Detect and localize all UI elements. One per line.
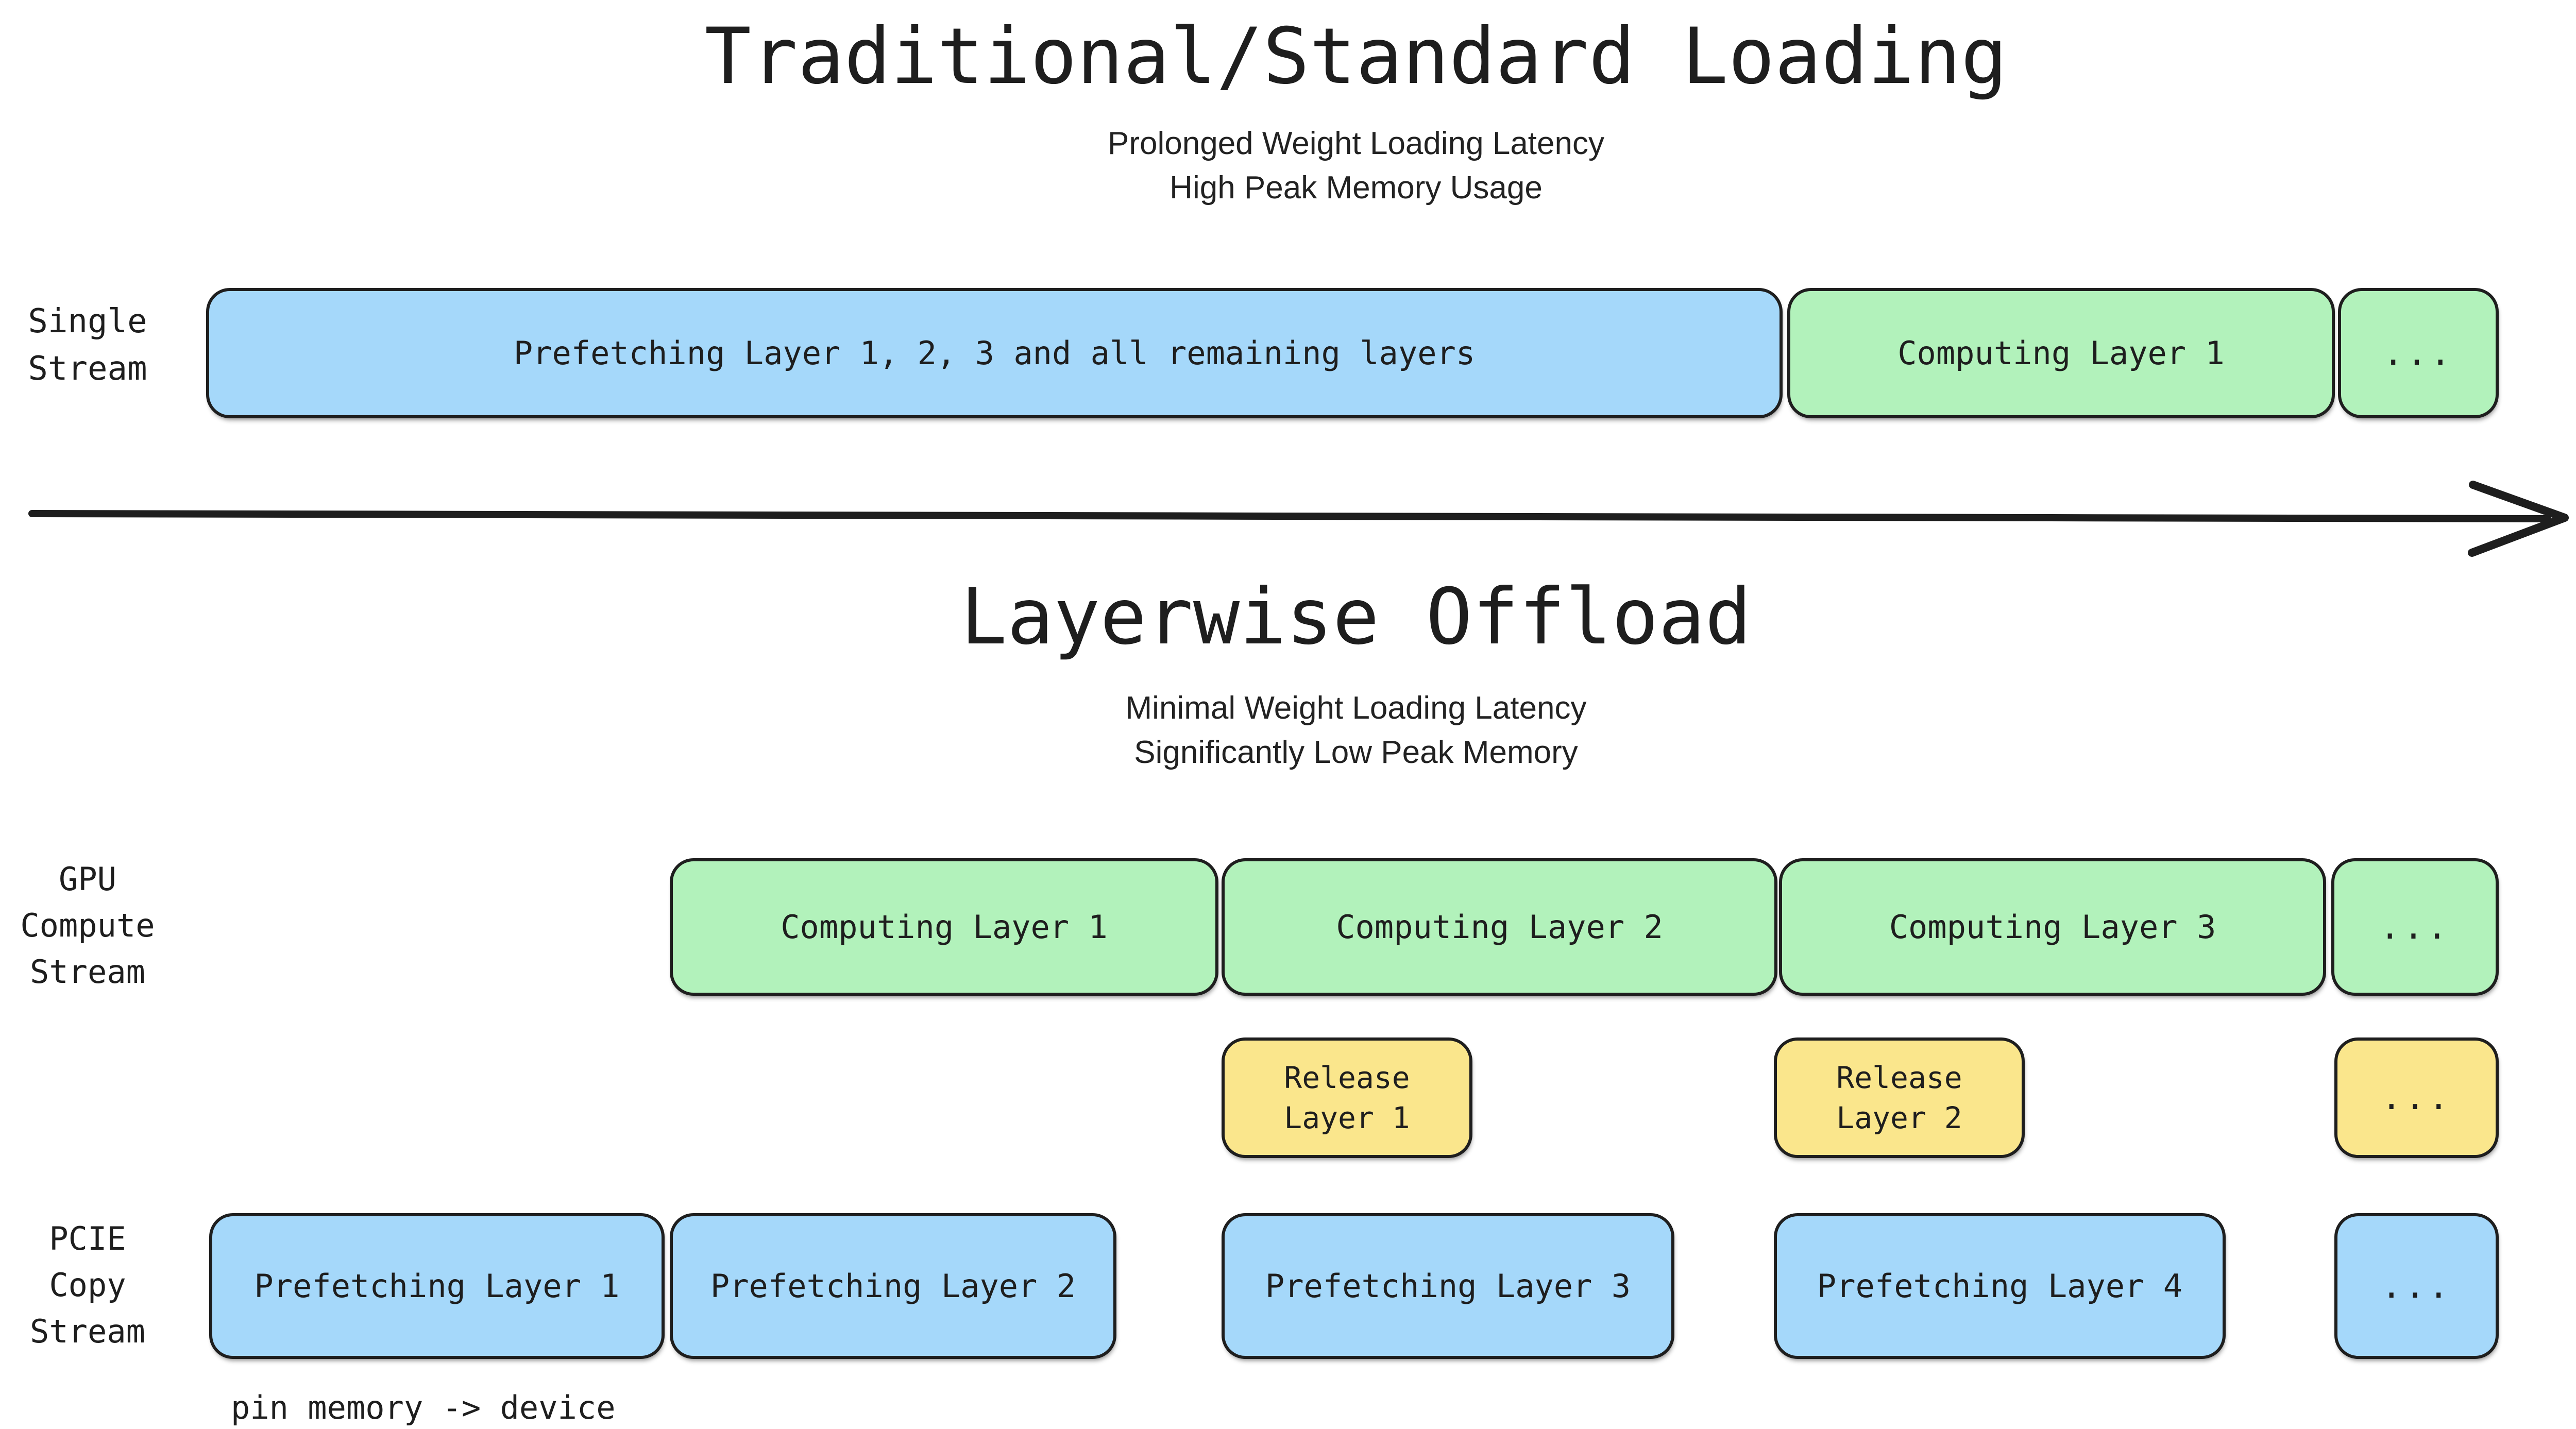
block-prefetching-layer-3: Prefetching Layer 3 <box>1222 1213 1674 1359</box>
pin-memory-footnote: pin memory -> device <box>231 1389 616 1426</box>
block-computing-layer-1-label: Computing Layer 1 <box>781 908 1108 946</box>
block-computing-layer-3-label: Computing Layer 3 <box>1889 908 2216 946</box>
block-ellipsis-single-stream-label: ... <box>2383 333 2454 373</box>
layerwise-subtitle: Minimal Weight Loading Latency Significa… <box>124 686 2576 775</box>
block-computing-layer-2: Computing Layer 2 <box>1222 858 1777 996</box>
gpu-compute-stream-label-line-2: Compute <box>20 907 155 944</box>
block-prefetch-all-layers: Prefetching Layer 1, 2, 3 and all remain… <box>206 288 1783 418</box>
block-release-layer-1: Release Layer 1 <box>1222 1037 1472 1158</box>
block-computing-layer-1-single-label: Computing Layer 1 <box>1897 334 2225 372</box>
block-prefetching-layer-2-label: Prefetching Layer 2 <box>710 1267 1076 1305</box>
block-ellipsis-release-label: ... <box>2381 1078 2452 1117</box>
block-prefetching-layer-4: Prefetching Layer 4 <box>1774 1213 2226 1359</box>
block-release-layer-2-line-1: Release <box>1836 1060 1962 1095</box>
layerwise-subtitle-line-1: Minimal Weight Loading Latency <box>1125 690 1587 726</box>
block-ellipsis-release: ... <box>2334 1037 2499 1158</box>
traditional-subtitle-line-1: Prolonged Weight Loading Latency <box>1108 126 1604 161</box>
block-computing-layer-3: Computing Layer 3 <box>1779 858 2326 996</box>
block-ellipsis-gpu-stream: ... <box>2331 858 2499 996</box>
block-computing-layer-1-single: Computing Layer 1 <box>1787 288 2335 418</box>
single-stream-label-line-2: Stream <box>28 350 147 388</box>
block-prefetching-layer-4-label: Prefetching Layer 4 <box>1817 1267 2183 1305</box>
block-ellipsis-gpu-stream-label: ... <box>2379 907 2451 947</box>
pcie-copy-stream-label-line-3: Stream <box>30 1313 145 1350</box>
gpu-compute-stream-label: GPU Compute Stream <box>0 856 175 995</box>
pcie-copy-stream-label-line-1: PCIE <box>49 1220 126 1257</box>
single-stream-label-line-1: Single <box>28 302 147 341</box>
block-prefetch-all-layers-label: Prefetching Layer 1, 2, 3 and all remain… <box>513 334 1476 372</box>
block-release-layer-2: Release Layer 2 <box>1774 1037 2025 1158</box>
pcie-copy-stream-label-line-2: Copy <box>49 1266 126 1304</box>
layerwise-title: Layerwise Offload <box>960 572 1752 662</box>
block-prefetching-layer-1-label: Prefetching Layer 1 <box>254 1267 620 1305</box>
block-ellipsis-pcie-stream-label: ... <box>2381 1266 2452 1306</box>
block-computing-layer-2-label: Computing Layer 2 <box>1336 908 1663 946</box>
layerwise-subtitle-line-2: Significantly Low Peak Memory <box>1134 735 1578 770</box>
traditional-title: Traditional/Standard Loading <box>704 12 2008 101</box>
gpu-compute-stream-label-line-1: GPU <box>59 860 116 898</box>
block-release-layer-1-line-2: Layer 1 <box>1284 1100 1410 1135</box>
block-prefetching-layer-1: Prefetching Layer 1 <box>209 1213 665 1359</box>
traditional-subtitle-line-2: High Peak Memory Usage <box>1170 170 1543 206</box>
block-release-layer-2-line-2: Layer 2 <box>1836 1100 1962 1135</box>
block-ellipsis-single-stream: ... <box>2338 288 2499 418</box>
gpu-compute-stream-label-line-3: Stream <box>30 953 145 991</box>
block-computing-layer-1: Computing Layer 1 <box>670 858 1218 996</box>
block-ellipsis-pcie-stream: ... <box>2334 1213 2499 1359</box>
block-release-layer-1-line-1: Release <box>1284 1060 1410 1095</box>
pcie-copy-stream-label: PCIE Copy Stream <box>0 1216 175 1355</box>
timeline-arrow <box>28 481 2569 557</box>
single-stream-label: Single Stream <box>0 298 175 393</box>
block-prefetching-layer-2: Prefetching Layer 2 <box>670 1213 1116 1359</box>
traditional-subtitle: Prolonged Weight Loading Latency High Pe… <box>124 122 2576 210</box>
block-prefetching-layer-3-label: Prefetching Layer 3 <box>1265 1267 1631 1305</box>
